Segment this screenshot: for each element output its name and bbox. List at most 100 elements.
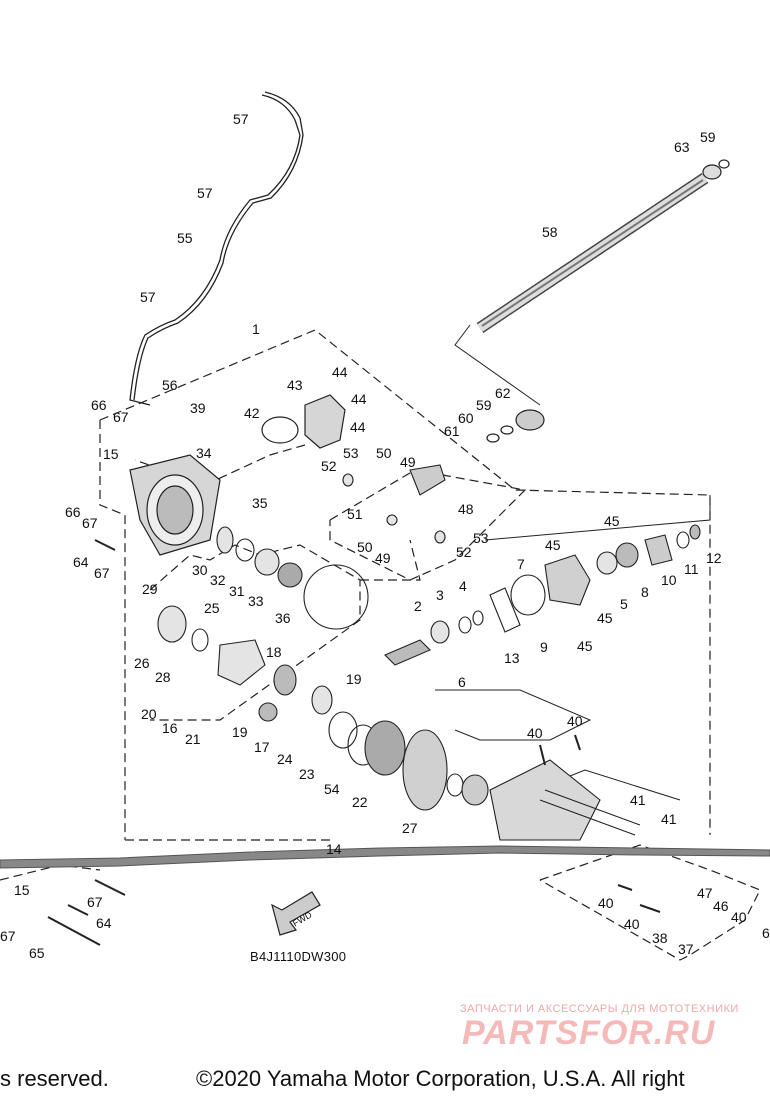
callout-label: 60 [458,410,474,426]
callout-label: 45 [545,537,561,553]
callout-label: 15 [103,446,119,462]
callout-label: 67 [82,515,98,531]
callout-label: 4 [459,578,467,594]
copyright-right: ©2020 Yamaha Motor Corporation, U.S.A. A… [196,1066,685,1091]
small-parts [157,464,701,841]
callout-label: 51 [347,506,363,522]
callout-label: 22 [352,794,368,810]
callout-label: 52 [456,544,472,560]
callout-label: 14 [326,841,342,857]
callout-label: 10 [661,572,677,588]
callout-label: 27 [402,820,418,836]
torn-edge [0,845,770,869]
callout-label: 46 [713,898,729,914]
callout-label: 56 [162,377,178,393]
callout-label: 67 [94,565,110,581]
callout-label: 36 [275,610,291,626]
callout-label: 45 [597,610,613,626]
callout-label: 61 [444,423,460,439]
callout-label: 1 [252,321,260,337]
fwd-arrow-icon [271,891,321,936]
callout-label: 66 [65,504,81,520]
callout-label: 49 [400,454,416,470]
callout-label: 53 [343,445,359,461]
callout-label: 44 [332,364,348,380]
callout-label: 57 [233,111,249,127]
callout-label: 41 [630,792,646,808]
callout-label: 19 [232,724,248,740]
callout-label: 52 [321,458,337,474]
callout-label: 45 [577,638,593,654]
propeller-shaft [476,159,730,443]
callout-label: 49 [375,550,391,566]
callout-label: 37 [678,941,694,957]
callout-label: 12 [706,550,722,566]
callout-label: 67 [0,928,16,944]
callout-label: 39 [190,400,206,416]
callout-label: 40 [731,909,747,925]
callout-label: 64 [73,554,89,570]
diagram-code: B4J1110DW300 [250,949,347,964]
callout-label: 40 [624,916,640,932]
callout-label: 31 [229,583,245,599]
watermark-brand: PARTSFOR.RU [462,1014,716,1052]
callout-label: 48 [458,501,474,517]
callout-label: 41 [661,811,677,827]
callout-label: 47 [697,885,713,901]
callout-label: 5 [620,596,628,612]
callout-label: 9 [540,639,548,655]
callout-label: 6 [458,674,466,690]
callout-label: 17 [254,739,270,755]
callout-label: 29 [142,581,158,597]
callout-label: 6 [762,925,770,941]
callout-label: 53 [473,530,489,546]
callout-label: 25 [204,600,220,616]
callout-label: 34 [196,445,212,461]
callout-label: 40 [598,895,614,911]
callout-label: 38 [652,930,668,946]
callout-label: 8 [641,584,649,600]
callout-label: 67 [87,894,103,910]
callout-label: 15 [14,882,30,898]
brake-hose [129,91,304,406]
housing-cover [129,394,346,556]
callout-label: 65 [29,945,45,961]
callout-label: 59 [700,129,716,145]
callout-label: 50 [376,445,392,461]
callout-label: 33 [248,593,264,609]
callout-label: 57 [140,289,156,305]
callout-label: 13 [504,650,520,666]
callout-label: 26 [134,655,150,671]
callout-label: 28 [155,669,171,685]
callout-label: 44 [350,419,366,435]
callout-label: 3 [436,587,444,603]
callout-label: 2 [414,598,422,614]
callout-label: 42 [244,405,260,421]
callout-label: 23 [299,766,315,782]
callout-label: 55 [177,230,193,246]
bolts [47,539,661,946]
callout-label: 62 [495,385,511,401]
callout-label: 24 [277,751,293,767]
callout-label: 7 [517,556,525,572]
callout-label: 64 [96,915,112,931]
callout-label: 35 [252,495,268,511]
callout-label: 20 [141,706,157,722]
callout-label: 40 [567,713,583,729]
callout-label: 58 [542,224,558,240]
callout-label: 66 [91,397,107,413]
callout-label: 11 [684,561,699,577]
callout-label: 44 [351,391,367,407]
callout-label: 57 [197,185,213,201]
watermark-tagline: ЗАПЧАСТИ И АКСЕССУАРЫ ДЛЯ МОТОТЕХНИКИ [460,1003,739,1015]
callout-label: 32 [210,572,226,588]
callout-label: 45 [604,513,620,529]
callout-label: 16 [162,720,178,736]
callout-label: 63 [674,139,690,155]
callout-label: 43 [287,377,303,393]
callout-label: 54 [324,781,340,797]
callout-label: 40 [527,725,543,741]
callout-label: 67 [113,409,129,425]
callout-label: 19 [346,671,362,687]
